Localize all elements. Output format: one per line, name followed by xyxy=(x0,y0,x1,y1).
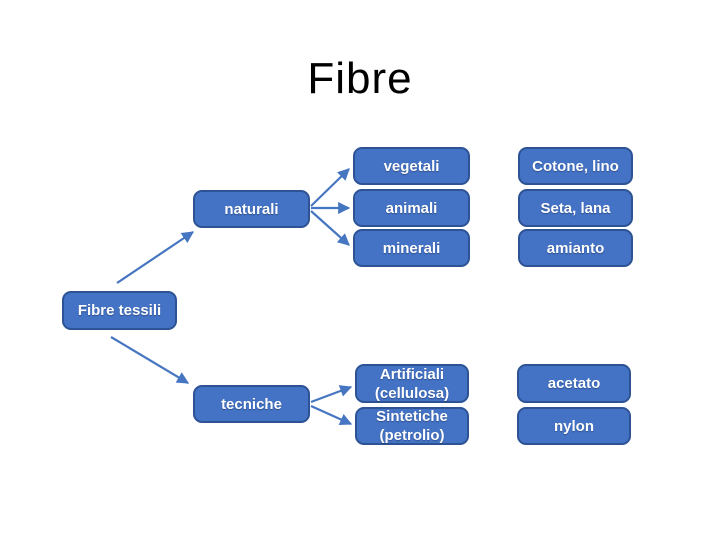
diagram-title: Fibre xyxy=(307,54,413,103)
arrow-naturali-to-minerali xyxy=(310,210,350,246)
node-fibre-tessili: Fibre tessili xyxy=(62,291,177,330)
node-tecniche: tecniche xyxy=(193,385,310,423)
node-amianto: amianto xyxy=(518,229,633,267)
node-cotone-lino: Cotone, lino xyxy=(518,147,633,185)
arrow-tecniche-to-sintetiche xyxy=(310,404,353,426)
node-vegetali: vegetali xyxy=(353,147,470,185)
node-acetato: acetato xyxy=(517,364,631,403)
node-animali: animali xyxy=(353,189,470,227)
node-sintetiche-line2: (petrolio) xyxy=(379,427,445,444)
node-nylon: nylon xyxy=(517,407,631,445)
node-sintetiche-line1: Sintetiche xyxy=(376,408,448,425)
node-artificiali-cellulosa: Artificiali (cellulosa) xyxy=(355,364,469,403)
arrow-root-to-tecniche xyxy=(110,336,190,384)
node-seta-lana: Seta, lana xyxy=(518,189,633,227)
node-minerali: minerali xyxy=(353,229,470,267)
arrow-naturali-to-vegetali xyxy=(310,168,350,207)
arrow-tecniche-to-artificiali xyxy=(310,385,353,404)
node-artificiali-line1: Artificiali xyxy=(379,365,445,383)
node-sintetiche-petrolio: Sintetiche (petrolio) xyxy=(355,407,469,445)
node-naturali: naturali xyxy=(193,190,310,228)
node-artificiali-line2: (cellulosa) xyxy=(374,384,450,402)
arrow-root-to-naturali xyxy=(116,231,195,284)
